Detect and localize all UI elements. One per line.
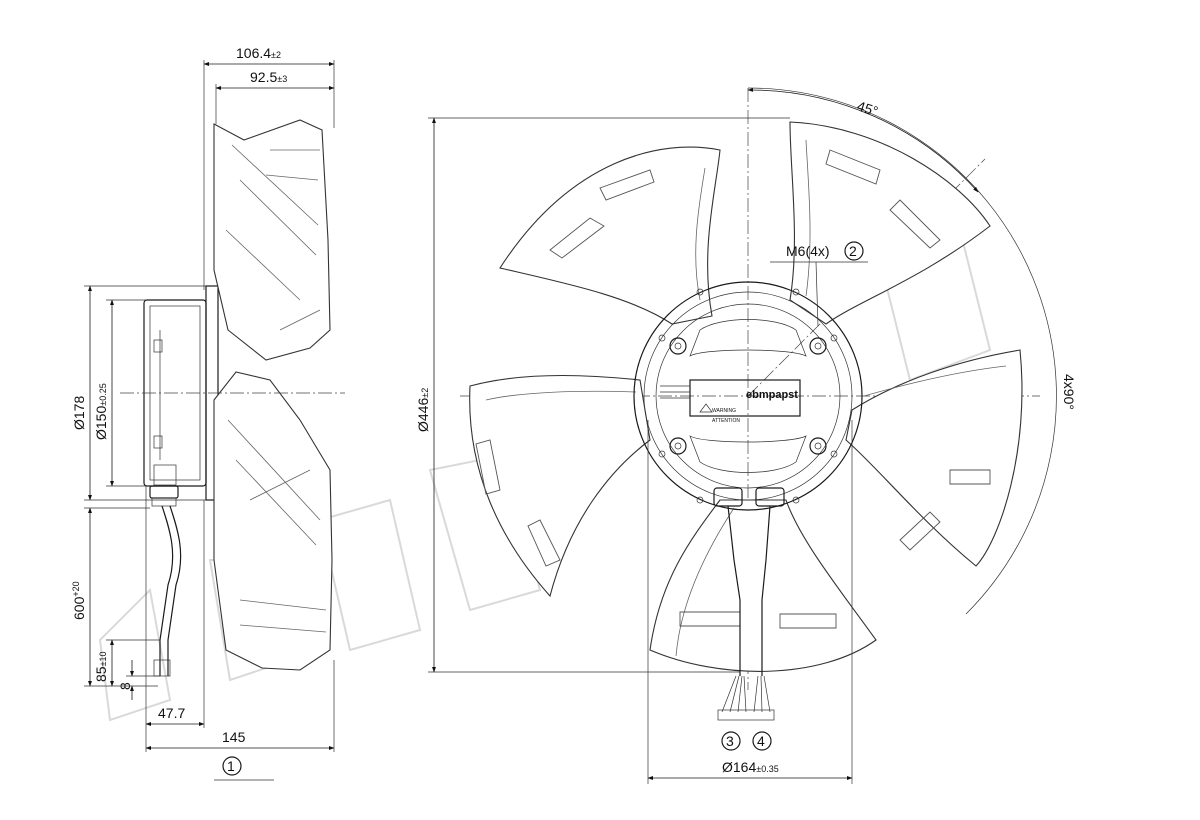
pattern-label: 4x90° [1061, 374, 1077, 410]
blade-2 [789, 121, 991, 325]
dim-offset: 47.7 [158, 705, 185, 721]
cable [159, 505, 174, 676]
dim-bore-dia: Ø150±0.25 [93, 383, 109, 440]
cable-gland [149, 485, 179, 499]
blade-side-lower [213, 371, 333, 671]
thread-label: M6(4x) [786, 243, 830, 259]
blade-side-upper [213, 119, 331, 361]
svg-text:1: 1 [227, 758, 235, 774]
mount-holes [658, 288, 838, 504]
warning-triangle-icon [699, 403, 713, 413]
svg-text:4: 4 [757, 733, 765, 749]
hub-recess-bottom [689, 435, 807, 473]
blade-1 [499, 146, 721, 325]
callout-1 [222, 756, 242, 776]
svg-text:2: 2 [849, 243, 857, 259]
brand-label: ebmpapst [746, 389, 798, 401]
cable-4 [761, 505, 771, 676]
dim-total: 145 [222, 729, 246, 745]
svg-text:3: 3 [726, 733, 734, 749]
blade-5 [469, 374, 651, 598]
front-view: ebmpapst WARNING ATTENTION Ø446±2 Ø164±0… [415, 87, 1077, 784]
dim-flange-dia: Ø178 [71, 396, 87, 430]
dim-end-length: 8 [117, 682, 133, 690]
dim-strip-length: 85±10 [93, 651, 109, 682]
cable-3 [727, 505, 741, 676]
dim-hub-dia: Ø164±0.35 [722, 759, 779, 775]
callout-4 [752, 731, 772, 751]
dim-cable-length: 600+20 [71, 581, 87, 620]
hub-recess-top [689, 319, 807, 357]
hub-outer [633, 281, 863, 511]
dim-overall-depth: 106.4±2 [236, 45, 281, 61]
callout-2 [844, 241, 864, 261]
callout-3 [721, 731, 741, 751]
side-view: 106.4±2 92.5±3 Ø178 Ø150±0.25 600+20 85±… [71, 45, 345, 781]
attention-label: ATTENTION [712, 418, 740, 424]
dim-outer-dia: Ø446±2 [415, 388, 431, 432]
cable-wires [717, 675, 775, 721]
warning-label: WARNING [712, 408, 736, 414]
angle-label: 45° [855, 98, 880, 120]
dim-blade-depth: 92.5±3 [250, 69, 287, 85]
blade-3 [845, 349, 1023, 567]
